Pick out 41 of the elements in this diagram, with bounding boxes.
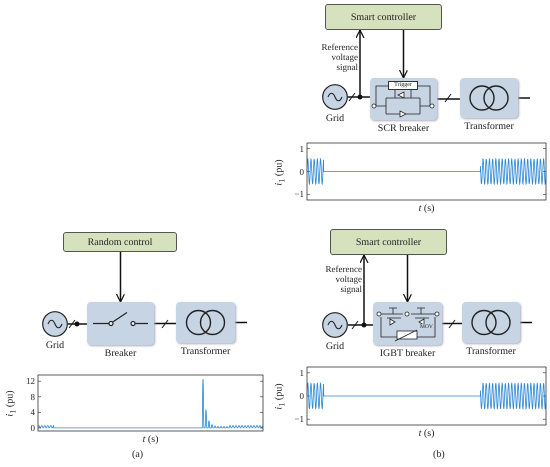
node-label: Transformer [465,346,517,357]
arrow [116,252,126,303]
component-block [370,78,437,134]
tick-label: 1 [298,366,304,379]
panel-label: (a) [132,449,144,460]
tick-label: 0 [298,166,304,178]
node-label: IGBT breaker [378,348,436,359]
axis-label: t (s) [142,434,160,445]
tick-label: 0 [298,390,304,402]
controller-box: Smart controller [325,4,442,30]
wire [348,96,370,98]
wire [518,97,530,99]
wire [437,98,460,100]
node-label: Breaker [104,348,138,359]
node-label: Transformer [180,346,232,357]
arrow [398,30,408,79]
arrow [359,254,369,324]
tick-label: 1 [298,142,304,155]
tick-label: −1 [293,188,304,200]
wire [68,323,87,325]
panel-label: (b) [433,449,445,460]
wire [520,322,532,324]
node-label: Grid [44,340,66,351]
tick-label: −1 [293,413,304,426]
controller-box: Random control [63,232,177,252]
axis-label: t (s) [418,203,436,214]
node-label: SCR breaker [376,123,430,134]
node-label: Transformer [463,121,515,132]
wire [348,324,373,326]
tick-label: 12 [25,375,35,388]
axis-label: t (s) [418,428,436,439]
controller-box: Smart controller [330,229,447,255]
tick-label: 0 [30,422,35,434]
tick-label: 4 [30,406,35,418]
arrow [402,255,412,303]
node-label: Grid [324,113,346,124]
wire [442,322,462,324]
node-label: Grid [324,341,346,352]
tick-label: 8 [30,390,35,403]
wire [235,322,247,324]
wire [154,322,176,324]
